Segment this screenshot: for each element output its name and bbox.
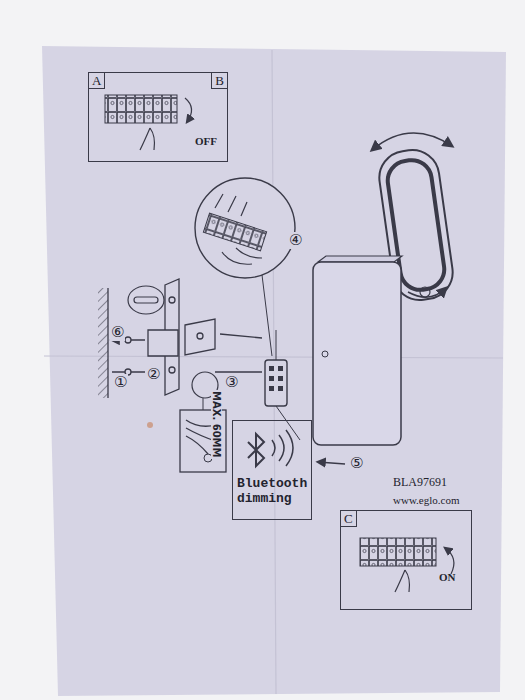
step-panel: C ON (340, 510, 472, 610)
callout-number: ② (146, 366, 161, 383)
screw-inset (128, 286, 164, 314)
callout-number: ③ (224, 374, 239, 391)
panel-letter: C (340, 510, 357, 527)
switch-state: ON (439, 571, 456, 583)
terminal-block-off (105, 95, 192, 150)
bluetooth-icon (248, 430, 293, 466)
fold-crease (44, 356, 503, 358)
dimension: MAX. 60MM (211, 390, 222, 459)
remote-receiver (265, 330, 300, 440)
mounting-bracket (112, 279, 262, 395)
terminal-block-on (360, 538, 454, 592)
callout-number: ① (113, 374, 128, 391)
model-number: BLA97691 (392, 476, 448, 489)
lamp-housing (313, 256, 402, 445)
panel-letter: B (211, 72, 228, 89)
paper-sheet (42, 46, 506, 696)
wall (98, 288, 108, 398)
insert-arrow (318, 462, 345, 464)
switch-state: OFF (195, 135, 217, 147)
callout-number: ⑥ (110, 324, 125, 341)
feature-label: Bluetooth dimming (237, 477, 307, 507)
callout-number: ⑤ (349, 455, 364, 472)
wire-inset (180, 372, 226, 472)
callout-number: ④ (288, 232, 303, 249)
step-panel: A B OFF (88, 72, 228, 162)
panel-letter: A (88, 72, 105, 89)
feature-box: Bluetooth dimming (232, 420, 312, 520)
website: www.eglo.com (392, 494, 461, 506)
stain (147, 422, 153, 428)
